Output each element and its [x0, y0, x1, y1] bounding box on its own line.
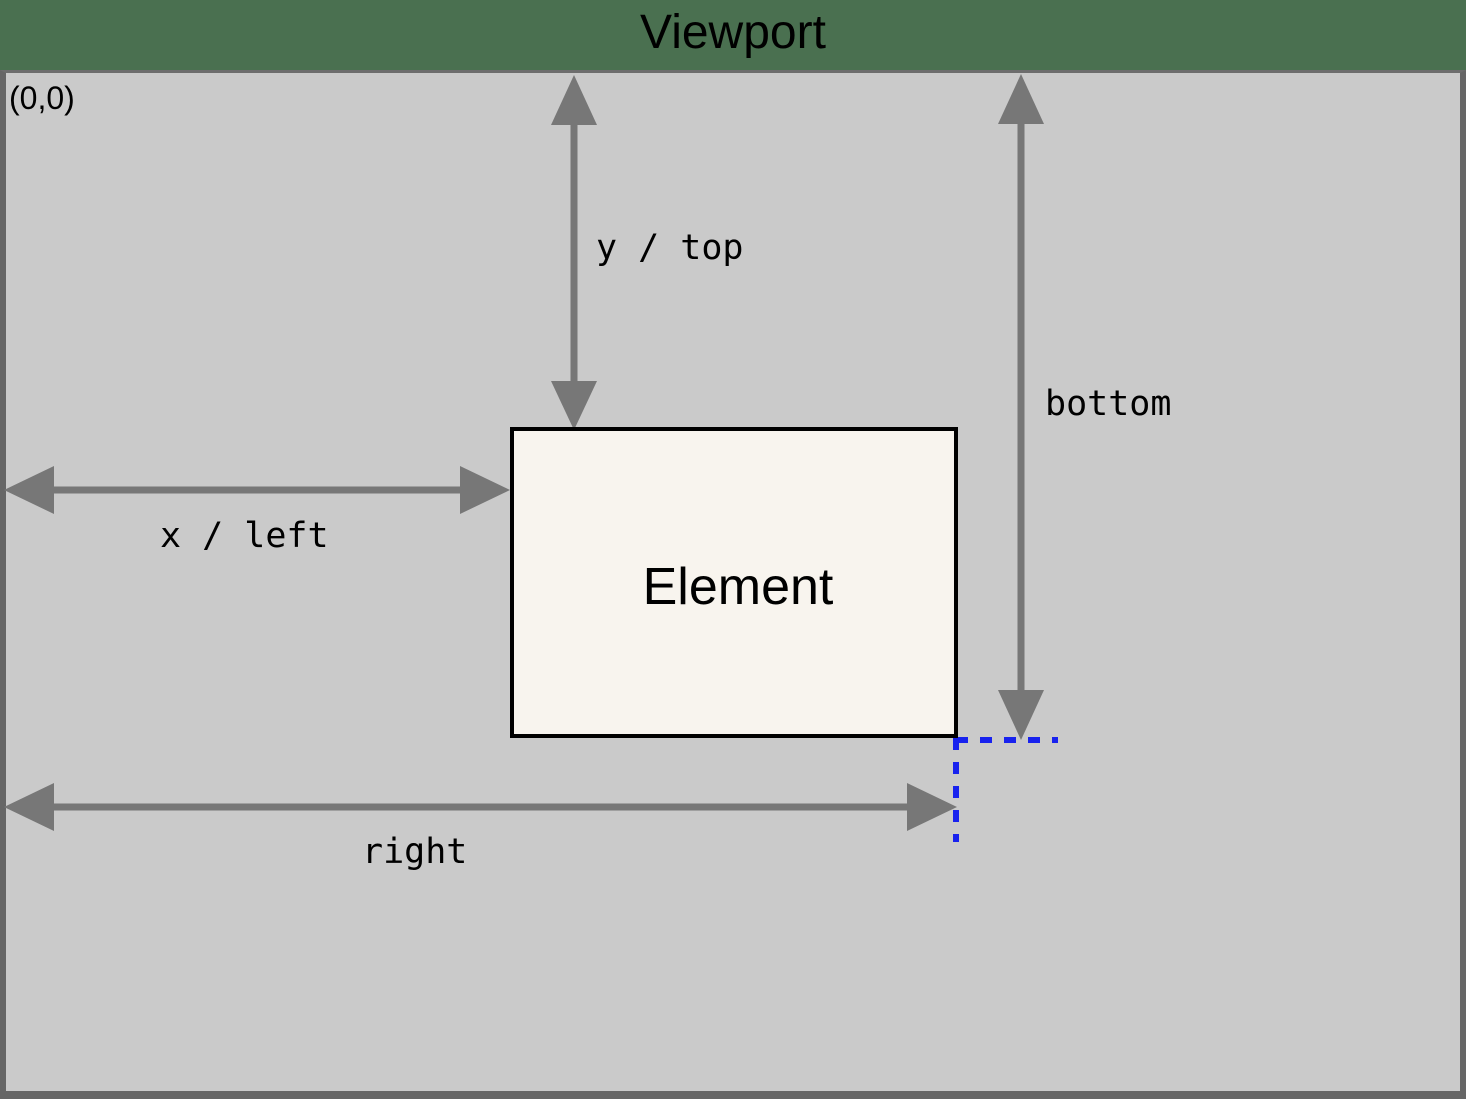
element-box[interactable]: Element — [510, 427, 958, 738]
measurement-label-right: right — [362, 832, 468, 872]
page-title: Viewport — [640, 6, 826, 59]
viewport-header-band: Viewport — [0, 0, 1466, 70]
measurement-label-bottom: bottom — [1045, 384, 1172, 424]
element-label: Element — [642, 557, 834, 616]
measurement-label-y-top: y / top — [596, 228, 744, 268]
origin-coordinate-label: (0,0) — [9, 80, 75, 116]
measurement-label-x-left: x / left — [160, 516, 329, 556]
